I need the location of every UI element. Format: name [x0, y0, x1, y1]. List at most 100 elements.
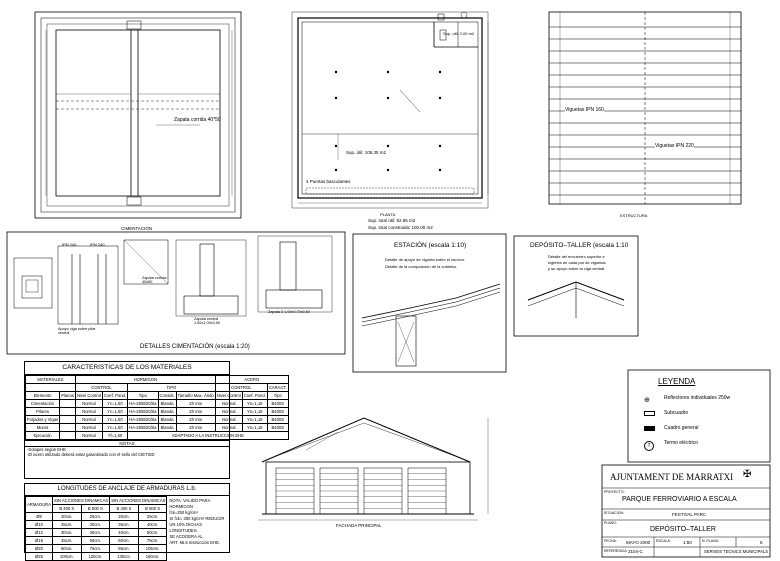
table-cell: 20 mm: [175, 407, 216, 416]
longitudes-head-armadura: ARMADURA: [25, 496, 53, 513]
deposito-detail-line-2: ingletes de cada par de viguetas: [548, 260, 606, 265]
materiales-nota-1: -Solapes según EHE: [27, 447, 66, 452]
table-cell: Ys=1,15: [241, 423, 268, 432]
table-cell: HA-25/B/20/IIa: [127, 415, 159, 424]
materiales-col-6: Tamaño Max. Árido: [175, 391, 216, 400]
table-cell: Pilares: [24, 407, 61, 416]
table-cell: Blanda: [157, 407, 177, 416]
table-cell: B400S: [266, 399, 289, 408]
table-cell: Blanda: [157, 415, 177, 424]
table-cell: 20cm.: [51, 512, 82, 521]
detalles-cimentacion: [6, 231, 346, 355]
table-cell: Ys=1,15: [241, 407, 268, 416]
table-cell: Yc=1,50: [101, 399, 129, 408]
planta-title: PLANTA: [380, 212, 396, 217]
garage-door: [275, 467, 315, 515]
detalle-zapata-corrida: Zapata corrida 40x50: [142, 276, 167, 284]
deposito-detail-line-1: Detalle del encuentro superior e: [548, 254, 605, 259]
longitudes-nota-line: SE ACOGERA AL: [169, 534, 203, 539]
fecha-value: MAYO 2000: [626, 540, 651, 545]
table-cell: Ejecución: [24, 431, 61, 440]
deposito-detail-title: DEPÓSITO–TALLER (escala 1:10: [530, 242, 629, 249]
cimentacion-plan: [34, 11, 242, 219]
materiales-col-2: Nivel Control: [74, 391, 103, 400]
table-cell: 55cm.: [80, 536, 111, 545]
materiales-panel: CARACTERISTICAS DE LOS MATERIALES MATERI…: [24, 361, 289, 479]
longitudes-panel: LONGITUDES DE ANCLAJE DE ARMADURAS L.b. …: [24, 483, 230, 561]
table-cell: 35cm.: [109, 520, 139, 529]
longitudes-head-sin-2: SIN ACCIONES DINAMICAS: [109, 496, 168, 505]
longitudes-sub-head: B 400 S: [51, 504, 82, 513]
table-cell: 50cm.: [137, 528, 168, 537]
table-cell: Yc=1,50: [101, 415, 129, 424]
table-cell: [59, 407, 76, 416]
table-cell: Blanda: [157, 399, 177, 408]
termo-icon: T: [644, 441, 654, 451]
longitudes-nota-line: ART. 66.5 Instrucción EHE.: [169, 540, 221, 545]
reflector-icon: ⊕: [644, 397, 650, 404]
leyenda-title: LEYENDA: [658, 377, 696, 386]
materiales-col-3: Coef. Pond.: [101, 391, 129, 400]
table-cell: Ys=1,15: [241, 399, 268, 408]
legend-label: Reflectores individuales 250w: [664, 395, 731, 401]
table-cell: Yc=1,50: [101, 423, 129, 432]
zapata-label: Zapata corrida 40*50: [174, 117, 221, 123]
proyecto-label: PROYECTO:: [604, 490, 625, 494]
plano-label: PLANO:: [604, 521, 617, 525]
fachada-title: FACHADA PRINCIPAL: [336, 523, 382, 528]
table-cell: B400S: [266, 415, 289, 424]
escala-value: 1:50: [683, 540, 692, 545]
table-cell: Ø25: [25, 552, 53, 561]
table-cell: Ys=1,15: [241, 415, 268, 424]
longitudes-sub-head: B 500 S: [80, 504, 111, 513]
table-cell: HA-25/B/20/IIa: [127, 423, 159, 432]
table-cell: ADAPTADO A LA INSTRUCCIÓN EHE: [127, 431, 289, 440]
table-cell: 35cm.: [80, 528, 111, 537]
table-cell: Forjados y Vigas: [24, 415, 61, 424]
legend-label: Subcuadro: [664, 410, 689, 416]
planta-sup-total-util: Sup. total útil: 92.85 m2: [368, 218, 416, 223]
table-cell: 40cm.: [137, 520, 168, 529]
table-cell: 25cm.: [137, 512, 168, 521]
estacion-detail: [352, 233, 507, 373]
materiales-table: MATERIALES HORMIGON ACERO CONTROL TIPO C…: [24, 375, 289, 440]
table-cell: Normal: [74, 415, 103, 424]
nplano-value: 5: [760, 540, 763, 545]
table-cell: Normal: [74, 407, 103, 416]
table-cell: B400S: [266, 407, 289, 416]
nplano-label: N. PLANO:: [702, 539, 720, 543]
longitudes-nota-line: SI fck= 300 kg/cm² REDUCIR: [169, 516, 225, 521]
table-cell: [59, 423, 76, 432]
detalle-ipn-2: IPN 240: [90, 242, 105, 247]
garage-doors: [275, 467, 447, 515]
table-cell: 105cm.: [137, 544, 168, 553]
materiales-head-caract: CARACT.: [266, 383, 289, 392]
materiales-head-control: CONTROL: [74, 383, 129, 392]
planta-sup-total-const: Sup. total construida: 100.00 m2: [368, 225, 433, 230]
materiales-col-7: Nivel Control: [214, 391, 243, 400]
materiales-notas-title: NOTAS: [25, 440, 229, 447]
table-cell: [59, 399, 76, 408]
longitudes-nota-line: fck=250 kg/cm²: [169, 510, 198, 515]
table-cell: 25cm.: [51, 520, 82, 529]
planta-sup-main: Sup. útil: 105.35 m2: [346, 150, 387, 155]
materiales-head-control2: CONTROL: [214, 383, 268, 392]
servicios-value: SERVEIS TECNICS MUNICIPALS: [704, 549, 768, 554]
longitudes-title: LONGITUDES DE ANCLAJE DE ARMADURAS L.b.: [25, 484, 229, 496]
table-cell: 60cm.: [51, 544, 82, 553]
estacion-title: ESTACIÓN (escala 1:10): [394, 242, 467, 249]
longitudes-nota-line: UN 10% DICHAS LONGITUDES.: [169, 522, 202, 533]
cuadro-general-icon: [644, 426, 655, 433]
estructura-viguetas-1: Viguetas IPN 160: [565, 107, 604, 113]
materiales-title: CARACTERISTICAS DE LOS MATERIALES: [25, 362, 229, 375]
table-cell: Normal: [214, 399, 243, 408]
referencia-value: 3104-C: [628, 549, 643, 554]
materiales-col-4: Tipo: [127, 391, 159, 400]
